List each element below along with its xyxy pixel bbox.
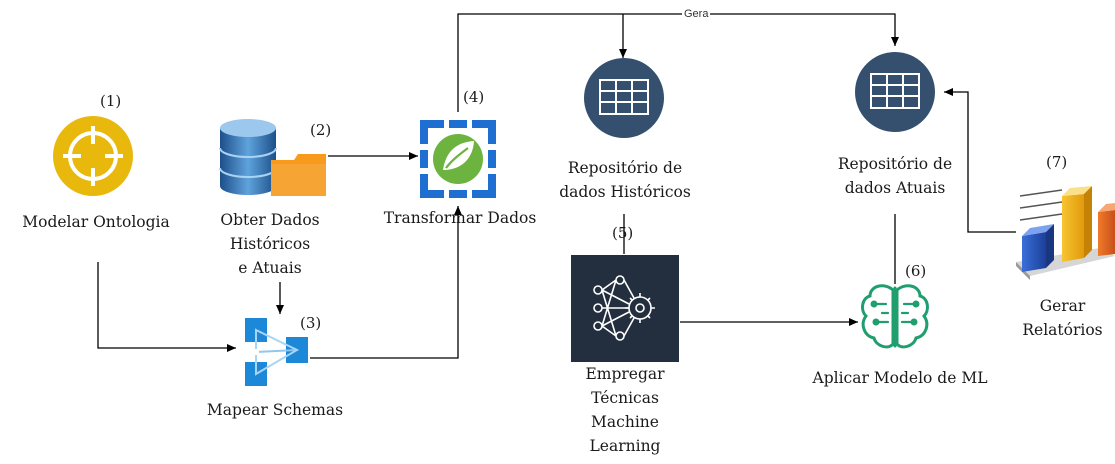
table-icon <box>584 58 664 138</box>
repo-current-label-line: Repositório de <box>837 155 953 173</box>
step-5-label-line: Empregar <box>585 365 665 383</box>
step-1-label: Modelar Ontologia <box>22 213 170 231</box>
step-5-number: (5) <box>612 224 634 242</box>
edge-ontology-to-schemas <box>97 262 236 352</box>
step-5-label: Empregar Técnicas Machine Learning <box>560 362 690 458</box>
step-2-label-line: Obter Dados <box>220 211 320 229</box>
step-5-label-line: Learning <box>589 437 661 455</box>
step-2-number: (2) <box>310 121 332 139</box>
edge-gera-trunk <box>457 13 899 112</box>
crosshair-icon <box>53 116 133 196</box>
step-6-number: (6) <box>905 262 927 280</box>
repo-historic-label: Repositório de dados Históricos <box>530 156 720 204</box>
brain-circuit-icon <box>861 284 929 349</box>
step-1-number: (1) <box>100 92 122 110</box>
step-2-label-line: e Atuais <box>238 259 302 277</box>
connectors <box>97 13 1016 359</box>
step-4-label: Transformar Dados <box>383 209 537 227</box>
step-7-number: (7) <box>1046 153 1068 171</box>
edge-schemas-to-transform <box>310 206 462 359</box>
bar-chart-3d-icon <box>1016 186 1115 280</box>
repo-current-label: Repositório de dados Atuais <box>810 152 980 200</box>
database-folder-icon <box>219 119 326 196</box>
step-5-label-line: Machine <box>591 413 659 431</box>
edge-label-gera: Gera <box>682 8 711 20</box>
step-7-label: Gerar Relatórios <box>1010 294 1115 342</box>
schema-mapping-icon <box>245 318 308 386</box>
step-7-label-line: Relatórios <box>1022 321 1103 339</box>
neural-network-gear-icon <box>571 255 679 362</box>
step-2-label: Obter Dados Históricos e Atuais <box>200 208 340 280</box>
step-3-label: Mapear Schemas <box>206 401 344 419</box>
edge-reports-to-current <box>944 88 1016 233</box>
step-2-label-line: Históricos <box>229 235 311 253</box>
repo-historic-label-line: dados Históricos <box>559 183 691 201</box>
step-3-number: (3) <box>300 314 322 332</box>
spring-transform-icon <box>420 120 496 198</box>
step-4-number: (4) <box>463 88 485 106</box>
step-6-label: Aplicar Modelo de ML <box>812 369 988 387</box>
step-7-label-line: Gerar <box>1039 297 1086 315</box>
table-icon <box>855 52 935 132</box>
step-5-label-line: Técnicas <box>591 389 659 407</box>
repo-current-label-line: dados Atuais <box>844 179 946 197</box>
repo-historic-label-line: Repositório de <box>567 159 683 177</box>
